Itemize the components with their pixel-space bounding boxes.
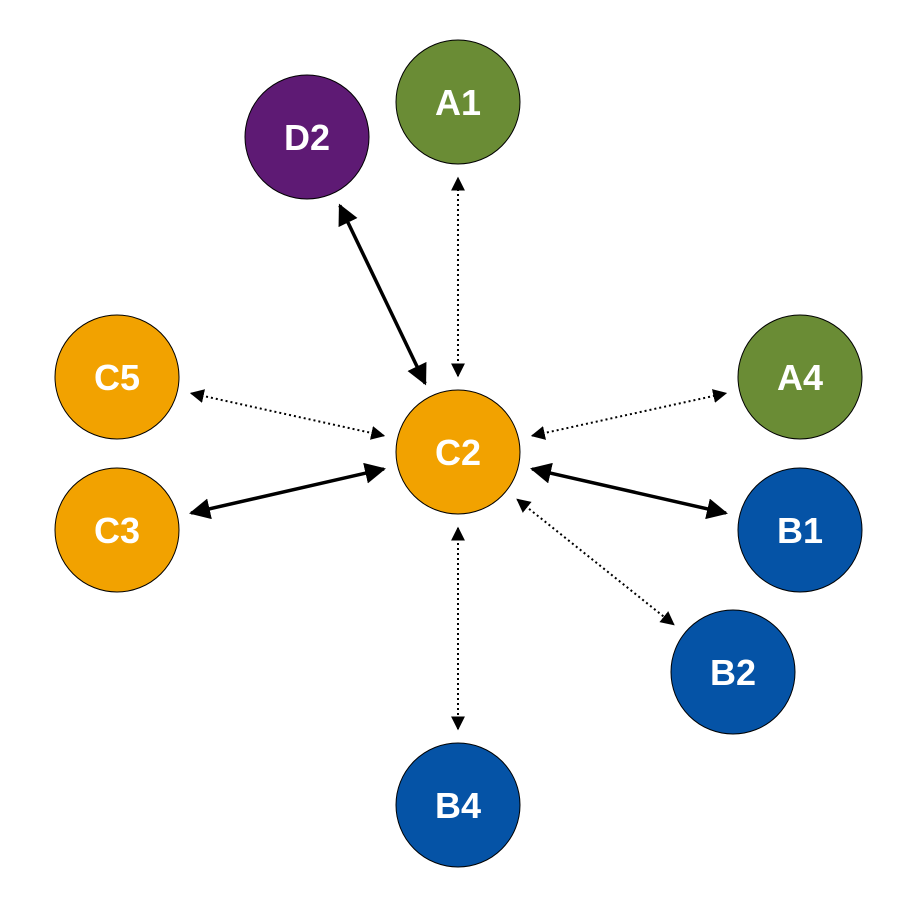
- node-c5: C5: [54, 314, 180, 440]
- node-b4: B4: [395, 742, 521, 868]
- edge-c2-b2: [516, 498, 675, 626]
- node-circle-b1: [737, 467, 863, 593]
- edges-layer: [189, 176, 728, 731]
- node-circle-a4: [737, 314, 863, 440]
- node-d2: D2: [244, 74, 370, 200]
- node-circle-d2: [244, 74, 370, 200]
- node-label-a4: A4: [777, 357, 823, 398]
- node-circle-c5: [54, 314, 180, 440]
- node-c2: C2: [395, 389, 521, 515]
- node-label-b1: B1: [777, 510, 823, 551]
- node-label-c2: C2: [435, 432, 481, 473]
- node-b2: B2: [670, 609, 796, 735]
- edge-c2-c3: [189, 462, 386, 520]
- edge-c2-c5: [189, 389, 386, 440]
- node-label-b4: B4: [435, 785, 481, 826]
- node-a4: A4: [737, 314, 863, 440]
- node-circle-a1: [395, 39, 521, 165]
- edge-c2-d2: [338, 203, 427, 386]
- edge-c2-a4: [530, 389, 728, 440]
- node-circle-b4: [395, 742, 521, 868]
- node-label-d2: D2: [284, 117, 330, 158]
- node-circle-b2: [670, 609, 796, 735]
- node-label-a1: A1: [435, 82, 481, 123]
- node-label-c3: C3: [94, 510, 140, 551]
- node-circle-c3: [54, 467, 180, 593]
- node-a1: A1: [395, 39, 521, 165]
- node-label-c5: C5: [94, 357, 140, 398]
- node-circle-c2: [395, 389, 521, 515]
- node-label-b2: B2: [710, 652, 756, 693]
- edge-c2-b1: [530, 462, 728, 520]
- node-c3: C3: [54, 467, 180, 593]
- node-b1: B1: [737, 467, 863, 593]
